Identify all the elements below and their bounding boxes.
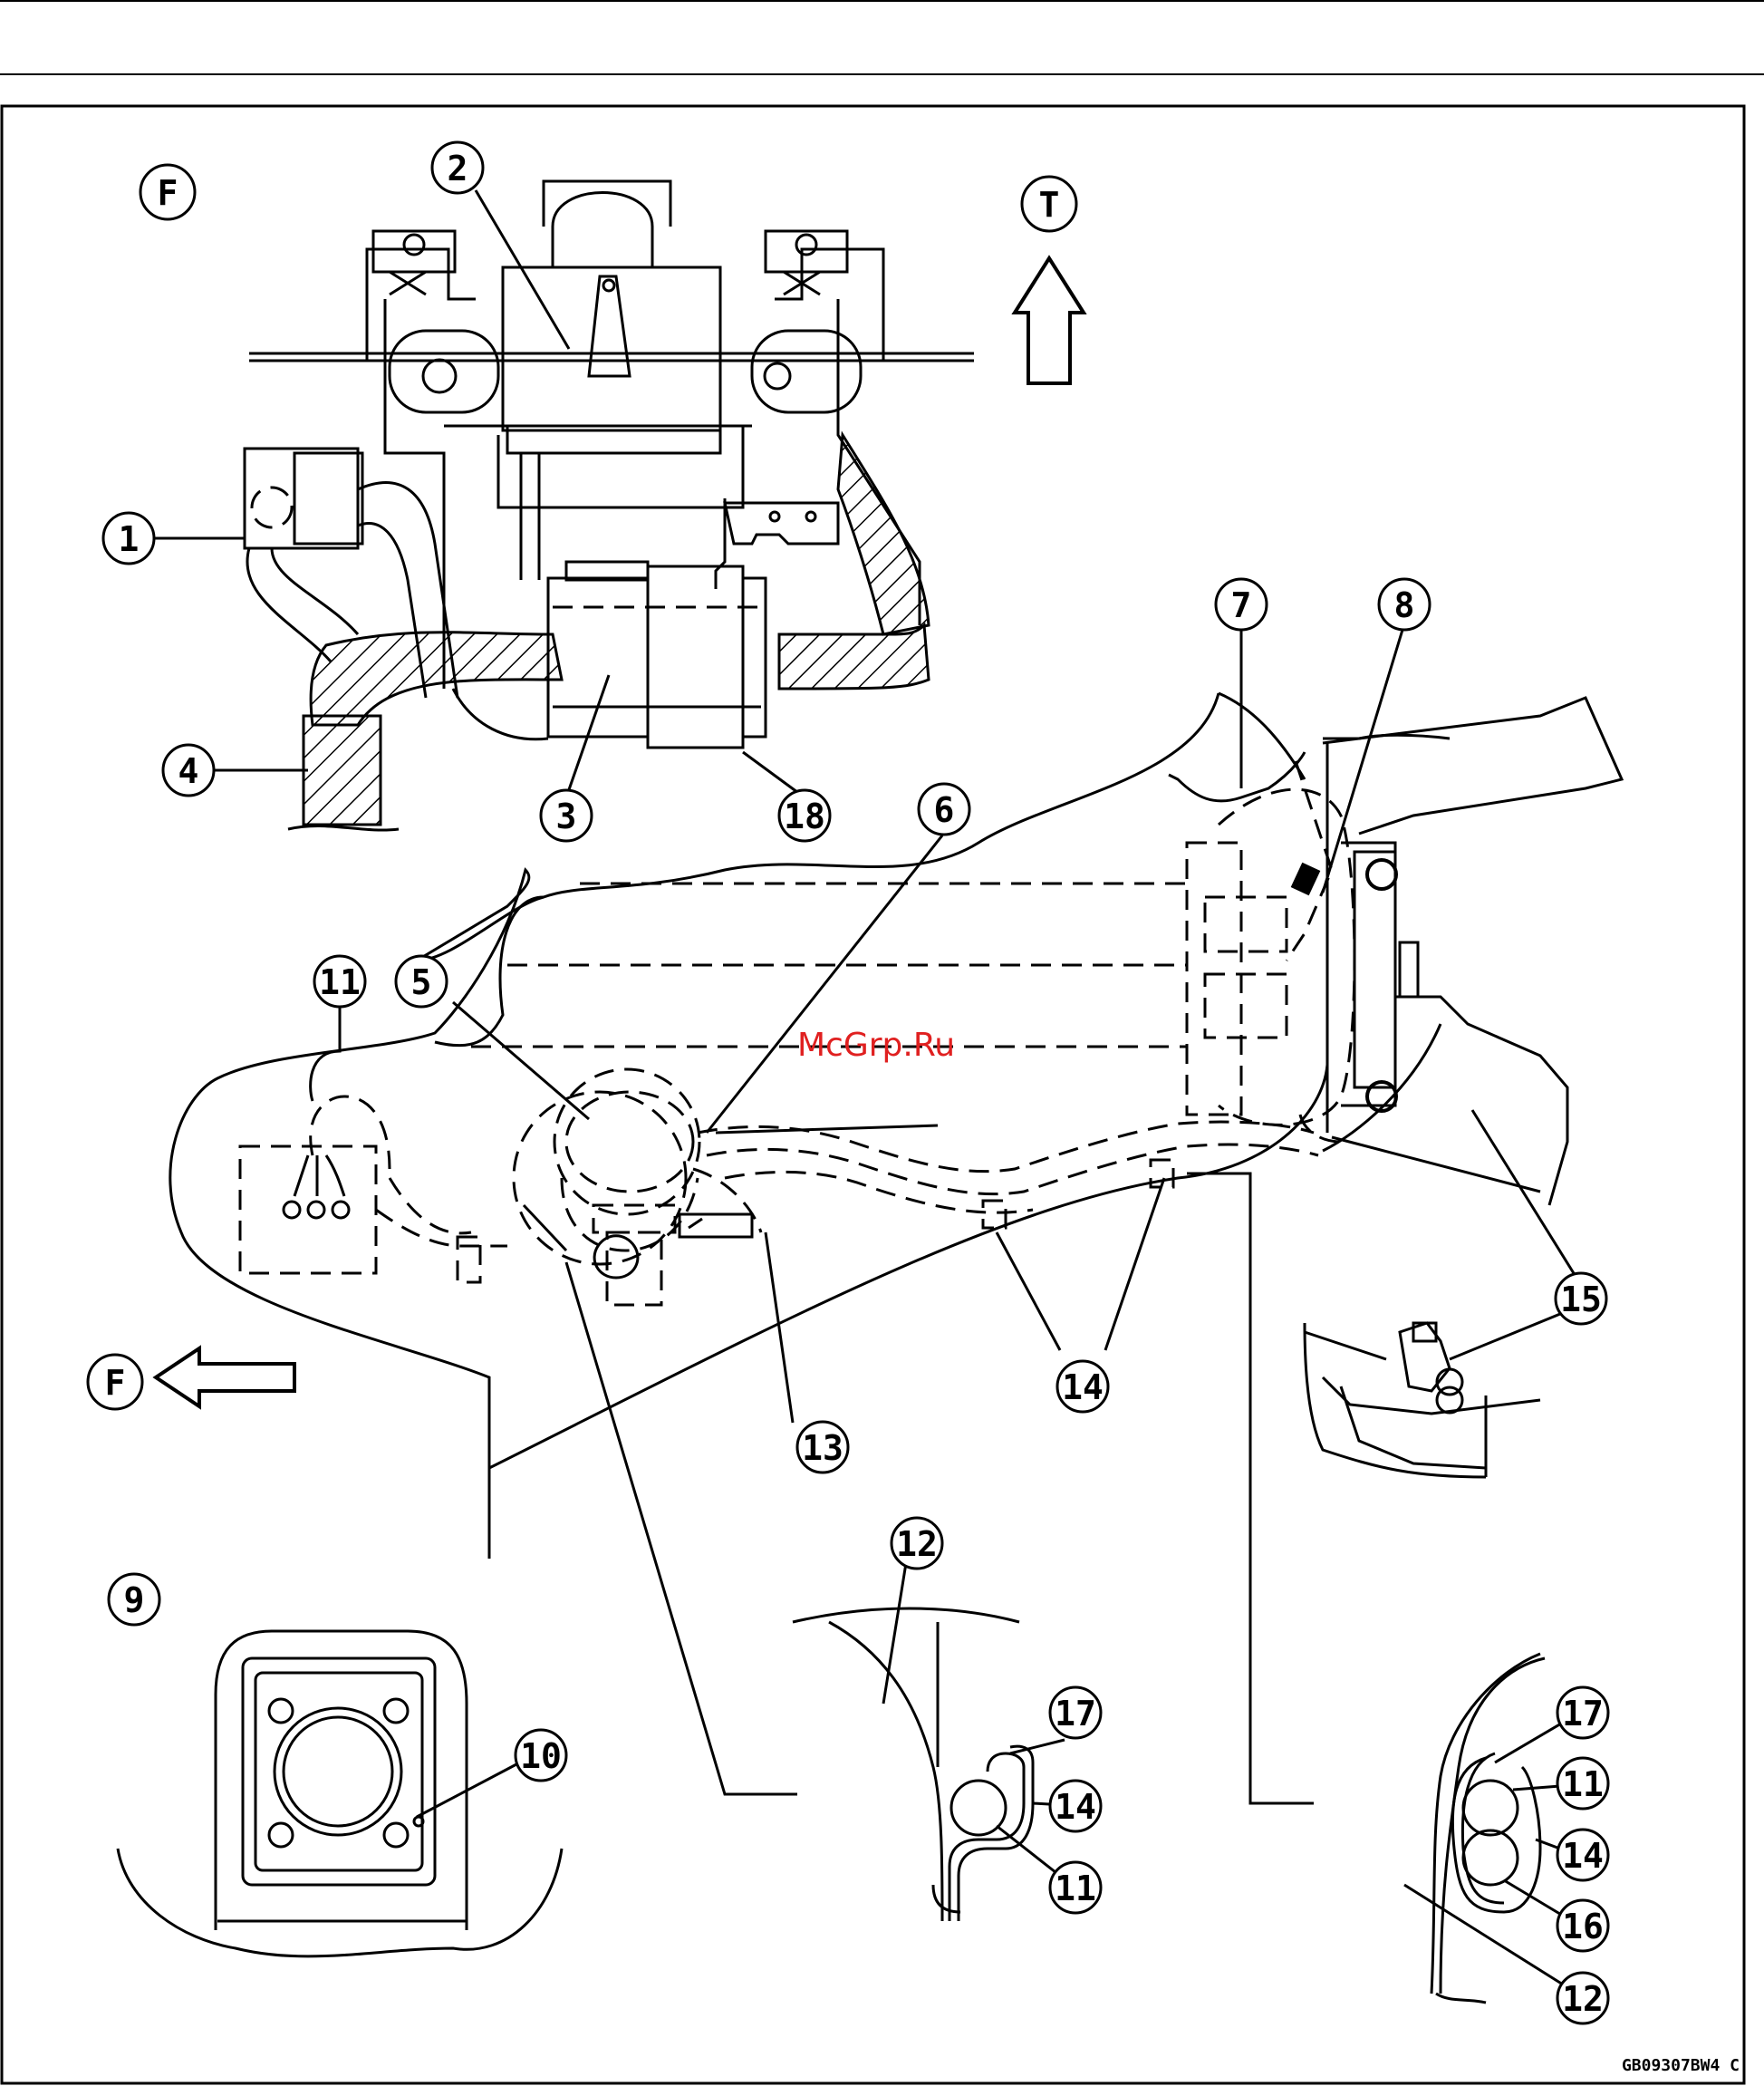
tank-seat-lines xyxy=(471,884,1187,1047)
fuel-pump-5 xyxy=(514,1069,761,1305)
callout-2: 2 xyxy=(448,149,468,188)
frame-member xyxy=(1323,698,1622,1205)
leader-lines xyxy=(150,190,1576,1817)
figure-frame xyxy=(2,106,1744,2083)
callout-6: 6 xyxy=(934,790,955,830)
harness-run xyxy=(376,1115,1341,1282)
callout-17-left: 17 xyxy=(1055,1694,1096,1734)
callout-15: 15 xyxy=(1560,1280,1602,1319)
detail-view-15 xyxy=(1305,1323,1540,1477)
callout-14-right: 14 xyxy=(1562,1836,1604,1876)
callout-1: 1 xyxy=(119,519,140,559)
callout-5: 5 xyxy=(411,962,432,1002)
callout-11-left-detail: 11 xyxy=(1055,1869,1096,1908)
callout-14-left: 14 xyxy=(1055,1787,1096,1827)
callout-7: 7 xyxy=(1231,585,1252,625)
view-marker-t-top: T xyxy=(1039,185,1060,225)
callout-17-right: 17 xyxy=(1562,1694,1604,1734)
callout-3: 3 xyxy=(556,797,577,836)
callout-14-main: 14 xyxy=(1062,1367,1104,1407)
callout-9: 9 xyxy=(124,1580,145,1620)
callout-18: 18 xyxy=(784,797,825,836)
section-detail-left xyxy=(793,1563,1065,1921)
arrow-t-up xyxy=(1015,258,1084,383)
callout-16: 16 xyxy=(1562,1907,1604,1946)
arrow-f-left xyxy=(156,1348,294,1406)
relay-bracket-view xyxy=(249,181,974,689)
callout-11-left: 11 xyxy=(319,962,361,1002)
view-marker-f-left: F xyxy=(105,1363,126,1403)
detail-view-9 xyxy=(118,1631,562,1956)
callout-10: 10 xyxy=(520,1736,562,1776)
relay-bracket-clip xyxy=(716,498,838,589)
callout-8: 8 xyxy=(1394,585,1415,625)
callout-12-right: 12 xyxy=(1562,1979,1604,2019)
sensor-11-left xyxy=(240,1096,390,1273)
callout-12-left: 12 xyxy=(896,1524,938,1564)
figure-code: GB09307BW4 C xyxy=(1622,2056,1740,2075)
view-marker-f-top: F xyxy=(158,173,178,213)
section-detail-right xyxy=(1404,1654,1572,2003)
callout-13: 13 xyxy=(802,1428,843,1468)
callout-11-right: 11 xyxy=(1562,1764,1604,1804)
harness-4 xyxy=(288,435,929,830)
callout-4: 4 xyxy=(178,751,199,791)
watermark: McGrp.Ru xyxy=(797,1027,955,1064)
view-markers: F T F xyxy=(88,165,1076,1409)
